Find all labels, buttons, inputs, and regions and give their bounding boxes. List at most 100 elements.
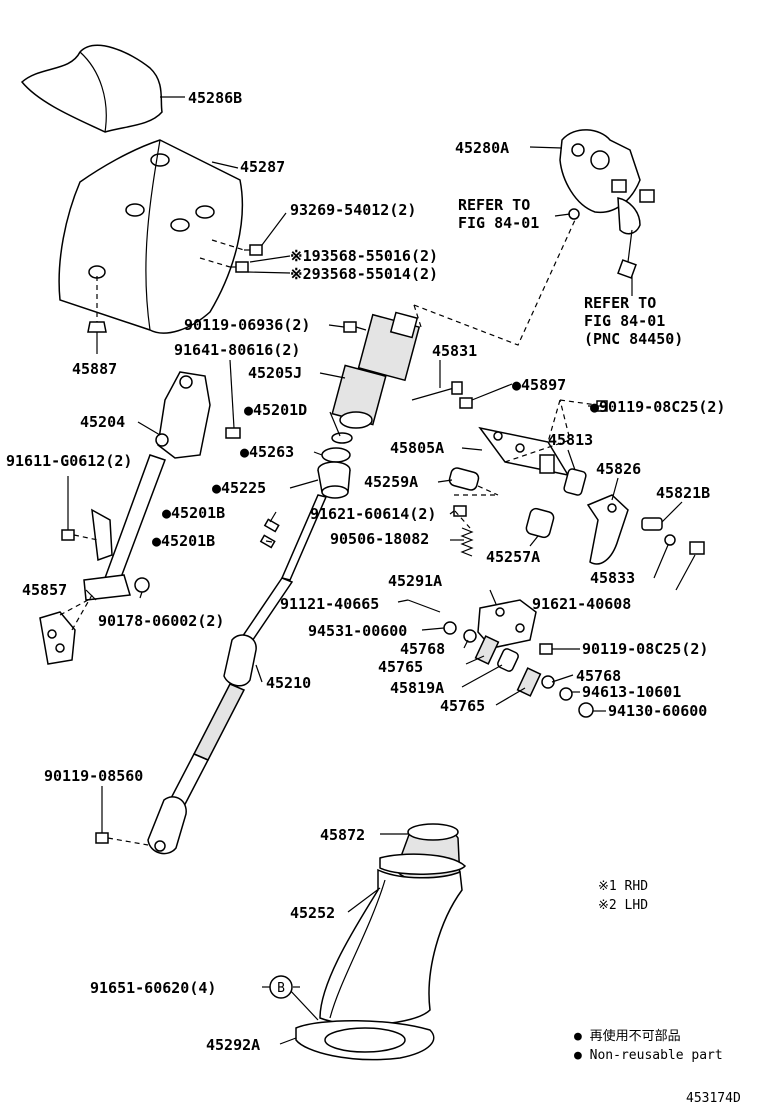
bracket-45857-shape [39, 594, 93, 665]
label-refer-to-1: REFER TO [458, 196, 530, 214]
bolt-45897-shape [459, 397, 473, 409]
label-94613-10601: 94613-10601 [582, 683, 681, 701]
lock-housing-45205j-shape [331, 311, 421, 429]
label-90119-06936: 90119-06936(2) [184, 316, 310, 334]
label-93568-55014: ※293568-55014(2) [290, 265, 438, 283]
label-45872: 45872 [320, 826, 365, 844]
label-45201d: ●45201D [244, 401, 307, 419]
legend-japanese: ● 再使用不可部品 [574, 1028, 681, 1044]
label-91651-60620: 91651-60620(4) [90, 979, 216, 997]
bearing-45263-shape [321, 447, 351, 463]
washer-45768b-shape [541, 675, 555, 689]
label-45765-lower: 45765 [440, 697, 485, 715]
label-45287: 45287 [240, 158, 285, 176]
bolt-91621-40608-shape [689, 541, 705, 555]
label-45819a: 45819A [390, 679, 444, 697]
spring-45765b-shape [516, 667, 542, 697]
label-45813: 45813 [548, 431, 593, 449]
label-90119-08560: 90119-08560 [44, 767, 143, 785]
cover-45287-shape [58, 139, 244, 334]
bolt-91611-shape [61, 529, 75, 541]
label-45805a: 45805A [390, 439, 444, 457]
bushing-45225-shape [317, 461, 351, 499]
label-45201b-upper: ●45201B [162, 504, 225, 522]
clip-45821b-shape [641, 517, 663, 531]
bolt-90119-06936-shape [343, 321, 367, 333]
sleeve-45257a-shape [525, 507, 555, 539]
label-45821b: 45821B [656, 484, 710, 502]
label-91621-60614: 91621-60614(2) [310, 505, 436, 523]
spring-90506-shape [460, 527, 474, 557]
screw-93568-shape [230, 261, 249, 273]
label-45857: 45857 [22, 581, 67, 599]
label-fig-84-01-1: FIG 84-01 [458, 214, 539, 232]
label-90119-08c25-lower: 90119-08C25(2) [582, 640, 708, 658]
washer-45768a-shape [463, 629, 477, 643]
b-reference-circle [269, 975, 293, 999]
label-45204: 45204 [80, 413, 125, 431]
label-45768-upper: 45768 [400, 640, 445, 658]
nut-94531-shape [443, 621, 457, 635]
label-45252: 45252 [290, 904, 335, 922]
spring-45765a-shape [474, 635, 500, 665]
nut-90178-shape [134, 577, 150, 593]
label-45831: 45831 [432, 342, 477, 360]
nut-94130-shape [578, 702, 594, 718]
bracket-45204-shape [83, 371, 211, 601]
washer-45201d-shape [331, 432, 353, 444]
label-91611-g0612: 91611-G0612(2) [6, 452, 132, 470]
label-45225: ●45225 [212, 479, 266, 497]
label-45286b: 45286B [188, 89, 242, 107]
boot-45872-shape [379, 823, 467, 885]
label-90506-18082: 90506-18082 [330, 530, 429, 548]
label-45897: ●45897 [512, 376, 566, 394]
label-45210: 45210 [266, 674, 311, 692]
bolt-90119-08560-shape [95, 832, 109, 844]
washer-45833-shape [664, 534, 676, 546]
plate-45292a-shape [295, 1020, 435, 1061]
bolt-91641-shape [225, 427, 241, 439]
label-93568-55016: ※193568-55016(2) [290, 247, 438, 265]
label-refer-to-2: REFER TO [584, 294, 656, 312]
label-93269-54012: 93269-54012(2) [290, 201, 416, 219]
label-90178-06002: 90178-06002(2) [98, 612, 224, 630]
note-lhd: ※2 LHD [598, 898, 648, 913]
label-91621-40608: 91621-40608 [532, 595, 631, 613]
pin-45813-shape [563, 468, 587, 496]
label-90119-08c25-upper: ●90119-08C25(2) [590, 398, 725, 416]
label-45280a: 45280A [455, 139, 509, 157]
label-fig-84-01-2: FIG 84-01 [584, 312, 665, 330]
label-45768-lower: 45768 [576, 667, 621, 685]
label-45205j: 45205J [248, 364, 302, 382]
label-45257a: 45257A [486, 548, 540, 566]
label-45887: 45887 [72, 360, 117, 378]
cover-45286b-shape [20, 44, 163, 133]
shaft-45210-shape [147, 494, 328, 855]
label-45201b-lower: ●45201B [152, 532, 215, 550]
legend-english: ● Non-reusable part [574, 1048, 723, 1063]
lever-45826-shape [586, 494, 629, 565]
b-reference-letter: B [277, 981, 285, 996]
label-45826: 45826 [596, 460, 641, 478]
note-rhd: ※1 RHD [598, 879, 648, 894]
label-91641-80616: 91641-80616(2) [174, 341, 300, 359]
clip-45887-shape [87, 321, 107, 333]
label-45292a: 45292A [206, 1036, 260, 1054]
label-45291a: 45291A [388, 572, 442, 590]
boot-45252-shape [319, 868, 463, 1026]
bracket-45291a-shape [477, 599, 537, 649]
nut-94613-shape [559, 687, 573, 701]
label-94130-60600: 94130-60600 [608, 702, 707, 720]
label-91121-40665: 91121-40665 [280, 595, 379, 613]
screw-93269-shape [244, 244, 263, 256]
label-45765-upper: 45765 [378, 658, 423, 676]
diagram-id: 453174D [686, 1091, 741, 1106]
pin-45819a-shape [497, 648, 519, 672]
label-pnc-84450: (PNC 84450) [584, 330, 683, 348]
label-45833: 45833 [590, 569, 635, 587]
label-45263: ●45263 [240, 443, 294, 461]
bolt-91121-shape [407, 599, 441, 613]
label-45259a: 45259A [364, 473, 418, 491]
